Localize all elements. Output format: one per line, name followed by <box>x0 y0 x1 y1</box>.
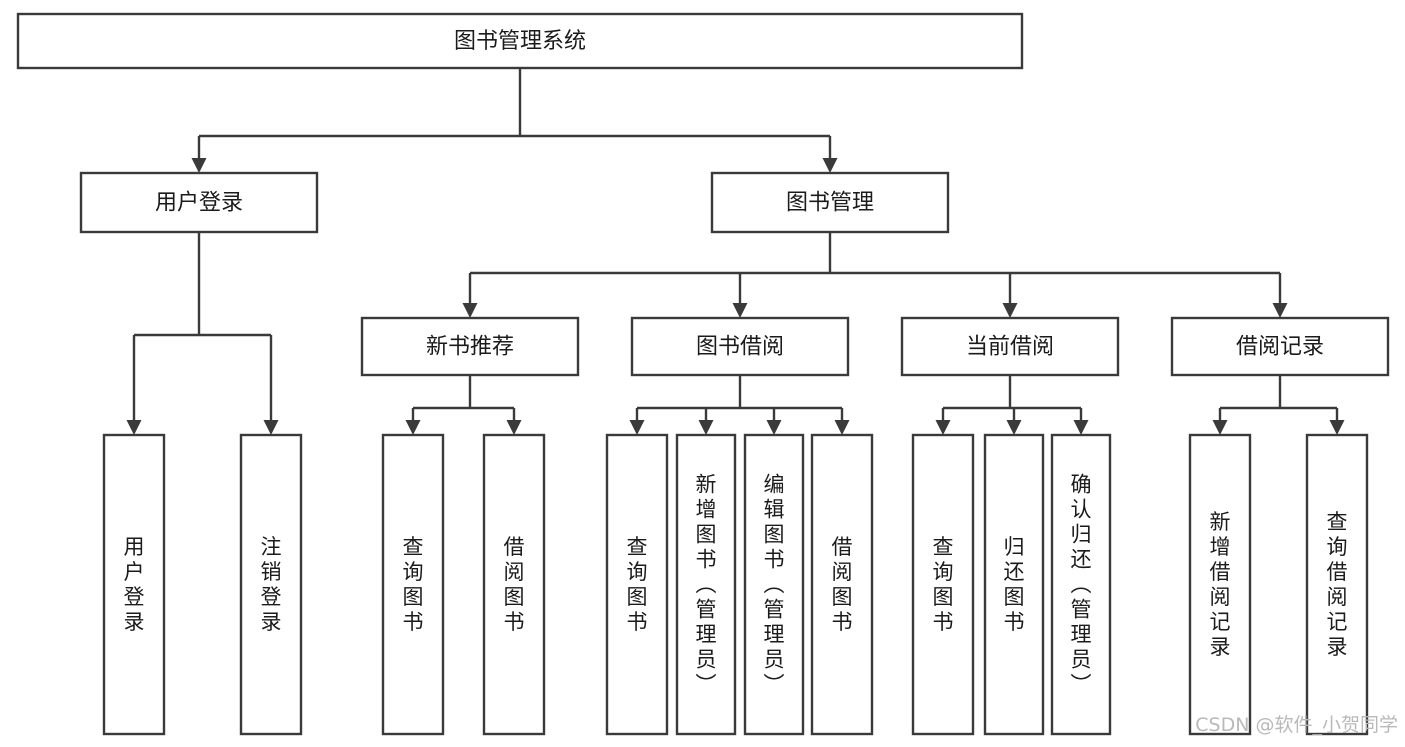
level2-node-box[interactable] <box>79 171 319 234</box>
leaf-node-label: 查询图书 <box>933 535 954 634</box>
arrow-head-icon <box>1006 420 1022 435</box>
arrow-head-icon <box>698 420 714 435</box>
leaf-node-label: 新增图书︵管理员︶ <box>696 473 717 697</box>
leaf-node-label: 归还图书 <box>1004 535 1025 634</box>
leaf-node-box[interactable] <box>911 433 975 736</box>
leaf-node-box[interactable] <box>482 433 546 736</box>
leaf-node-3[interactable]: 查询图书 <box>381 433 445 736</box>
arrow-head-icon <box>1272 303 1288 318</box>
leaf-node-label: 查询图书 <box>403 535 424 634</box>
arrow-head-icon <box>126 420 142 435</box>
leaf-node-9[interactable]: 查询图书 <box>911 433 975 736</box>
level2-node-label: 用户登录 <box>155 191 243 216</box>
leaf-node-8[interactable]: 借阅图书 <box>810 433 874 736</box>
leaf-node-2[interactable]: 注销登录 <box>239 433 303 736</box>
level3-node-box[interactable] <box>630 316 850 377</box>
arrow-head-icon <box>405 420 421 435</box>
level3-node-label: 新书推荐 <box>426 335 514 360</box>
level3-node-box[interactable] <box>360 316 580 377</box>
level3-node-4[interactable]: 借阅记录 <box>1170 316 1390 377</box>
leaf-node-label: 注销登录 <box>261 535 282 634</box>
leaf-node-box[interactable] <box>743 433 805 736</box>
arrow-head-icon <box>263 420 279 435</box>
leaf-node-label: 用户登录 <box>124 535 145 634</box>
leaf-node-12[interactable]: 新增借阅记录 <box>1188 433 1252 736</box>
root-node-box[interactable] <box>16 12 1024 70</box>
leaf-node-11[interactable]: 确认归还︵管理员︶ <box>1050 433 1112 736</box>
level3-node-box[interactable] <box>900 316 1120 377</box>
level3-node-label: 当前借阅 <box>966 335 1054 360</box>
level3-node-label: 借阅记录 <box>1236 335 1324 360</box>
arrow-head-icon <box>766 420 782 435</box>
leaf-node-label: 编辑图书︵管理员︶ <box>764 473 785 697</box>
leaf-node-7[interactable]: 编辑图书︵管理员︶ <box>743 433 805 736</box>
leaf-node-box[interactable] <box>810 433 874 736</box>
arrow-head-icon <box>834 420 850 435</box>
leaf-node-box[interactable] <box>1305 433 1369 736</box>
level3-node-label: 图书借阅 <box>696 335 784 360</box>
leaf-node-box[interactable] <box>1188 433 1252 736</box>
level3-node-2[interactable]: 图书借阅 <box>630 316 850 377</box>
level2-node-label: 图书管理 <box>786 191 874 216</box>
connector-layer <box>126 68 1345 435</box>
csdn-watermark: CSDN @软件_小贺同学 <box>1195 714 1398 736</box>
leaf-node-label: 借阅图书 <box>504 535 525 634</box>
arrow-head-icon <box>629 420 645 435</box>
leaf-node-1[interactable]: 用户登录 <box>102 433 166 736</box>
root-node-1[interactable]: 图书管理系统 <box>16 12 1024 70</box>
node-layer: 图书管理系统用户登录图书管理新书推荐图书借阅当前借阅借阅记录用户登录注销登录查询… <box>16 12 1390 736</box>
leaf-node-box[interactable] <box>102 433 166 736</box>
arrow-head-icon <box>191 158 207 173</box>
level3-node-3[interactable]: 当前借阅 <box>900 316 1120 377</box>
leaf-node-box[interactable] <box>381 433 445 736</box>
leaf-node-4[interactable]: 借阅图书 <box>482 433 546 736</box>
leaf-node-13[interactable]: 查询借阅记录 <box>1305 433 1369 736</box>
leaf-node-label: 查询借阅记录 <box>1327 510 1348 659</box>
arrow-head-icon <box>1329 420 1345 435</box>
leaf-node-box[interactable] <box>605 433 669 736</box>
arrow-head-icon <box>935 420 951 435</box>
arrow-head-icon <box>822 158 838 173</box>
level2-node-1[interactable]: 用户登录 <box>79 171 319 234</box>
arrow-head-icon <box>732 303 748 318</box>
level2-node-2[interactable]: 图书管理 <box>710 171 950 234</box>
leaf-node-5[interactable]: 查询图书 <box>605 433 669 736</box>
leaf-node-label: 确认归还︵管理员︶ <box>1071 473 1092 697</box>
level3-node-box[interactable] <box>1170 316 1390 377</box>
leaf-node-box[interactable] <box>983 433 1045 736</box>
leaf-node-6[interactable]: 新增图书︵管理员︶ <box>675 433 737 736</box>
leaf-node-label: 新增借阅记录 <box>1210 510 1231 659</box>
leaf-node-label: 借阅图书 <box>832 535 853 634</box>
root-node-label: 图书管理系统 <box>454 29 586 54</box>
leaf-node-label: 查询图书 <box>627 535 648 634</box>
arrow-head-icon <box>462 303 478 318</box>
leaf-node-10[interactable]: 归还图书 <box>983 433 1045 736</box>
leaf-node-box[interactable] <box>675 433 737 736</box>
arrow-head-icon <box>1212 420 1228 435</box>
level2-node-box[interactable] <box>710 171 950 234</box>
leaf-node-box[interactable] <box>239 433 303 736</box>
leaf-node-box[interactable] <box>1050 433 1112 736</box>
arrow-head-icon <box>1073 420 1089 435</box>
level3-node-1[interactable]: 新书推荐 <box>360 316 580 377</box>
arrow-head-icon <box>1002 303 1018 318</box>
arrow-head-icon <box>506 420 522 435</box>
